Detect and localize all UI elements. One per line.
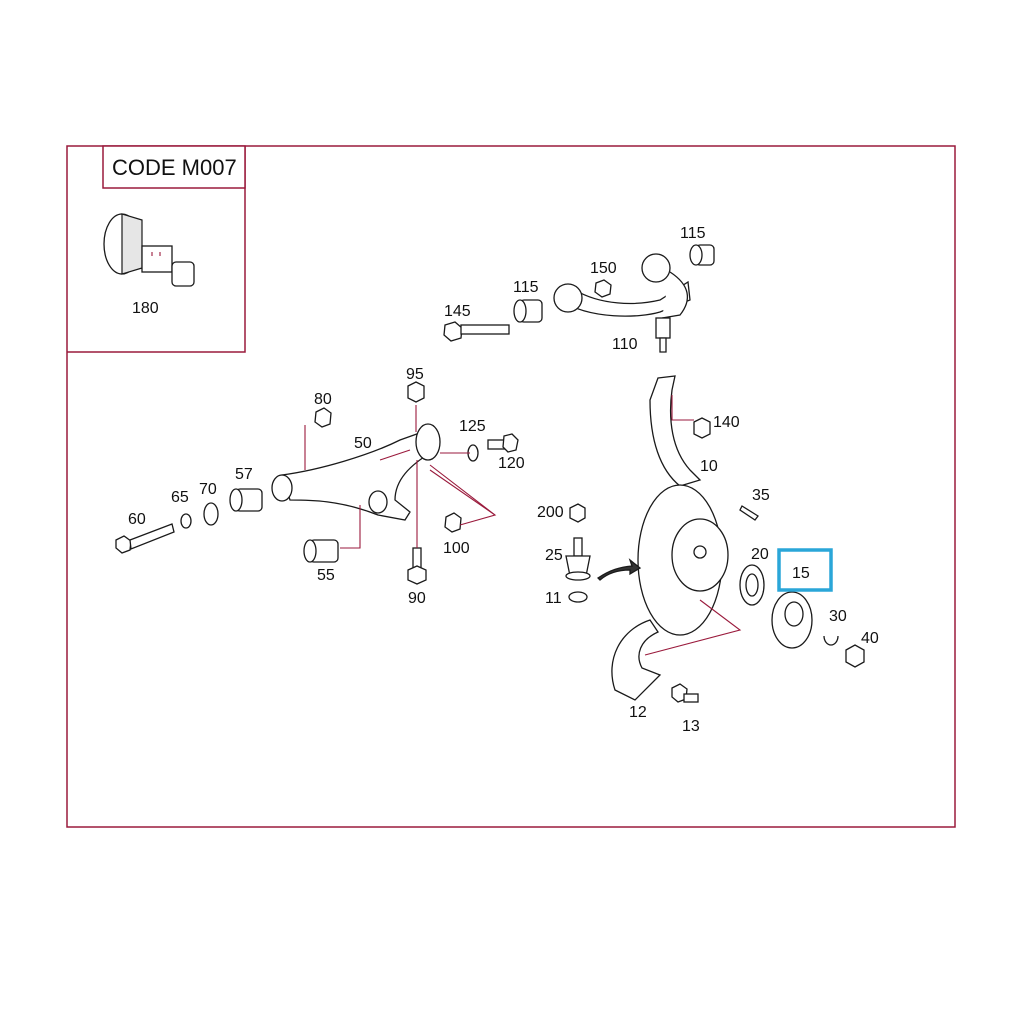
code-inset-box (67, 146, 246, 353)
callout-120: 120 (498, 455, 525, 472)
callout-15: 15 (792, 565, 810, 582)
nut-140[interactable] (693, 417, 711, 439)
backing-plate-12[interactable] (611, 619, 662, 701)
callout-110: 110 (612, 336, 638, 353)
bolt-13[interactable] (671, 683, 699, 703)
wheel-hub-15[interactable] (771, 591, 813, 649)
bolt-90[interactable] (407, 547, 427, 585)
nut-80[interactable] (314, 407, 332, 428)
callout-60: 60 (128, 511, 146, 528)
diagram-frame (66, 145, 956, 828)
pin-35[interactable] (739, 505, 759, 521)
callout-10: 10 (700, 458, 718, 475)
callout-115a: 115 (680, 225, 706, 242)
bushing-115b-face (513, 299, 527, 323)
callout-200: 200 (537, 504, 564, 521)
callout-150: 150 (590, 260, 617, 277)
bushing-115a-face (689, 244, 703, 266)
callout-145: 145 (444, 303, 471, 320)
callout-12: 12 (629, 704, 647, 721)
callout-40: 40 (861, 630, 879, 647)
brake-disc[interactable] (637, 484, 729, 636)
callout-140: 140 (713, 414, 740, 431)
callout-11: 11 (545, 590, 562, 607)
callout-100: 100 (443, 540, 470, 557)
cv-joint-180[interactable] (103, 213, 195, 287)
callout-13: 13 (682, 718, 700, 735)
bolt-145[interactable] (443, 321, 510, 342)
nut-40[interactable] (845, 644, 865, 668)
wheel-bearing-20[interactable] (739, 564, 765, 606)
callout-20: 20 (751, 546, 769, 563)
callout-57: 57 (235, 466, 253, 483)
callout-30: 30 (829, 608, 847, 625)
washer-65[interactable] (180, 513, 192, 529)
callout-125: 125 (459, 418, 486, 435)
nut-150[interactable] (594, 279, 612, 298)
code-label-box (102, 145, 246, 189)
bushing-57-face (229, 488, 243, 512)
upper-control-arm-110[interactable] (553, 253, 691, 353)
callout-115b: 115 (513, 279, 539, 296)
callout-180: 180 (132, 300, 159, 317)
nut-100[interactable] (444, 512, 462, 533)
callout-35: 35 (752, 487, 770, 504)
steering-knuckle-10[interactable] (649, 375, 702, 487)
bolt-60[interactable] (115, 523, 175, 554)
callout-95: 95 (406, 366, 424, 383)
highlight-15 (777, 548, 833, 592)
direction-arrow (596, 558, 642, 581)
bolt-120[interactable] (487, 433, 519, 453)
callout-labels: 115 150 115 145 110 95 80 50 125 120 57 … (128, 225, 879, 735)
washer-70[interactable] (203, 502, 219, 526)
callout-90: 90 (408, 590, 426, 607)
callout-50: 50 (354, 435, 372, 452)
callout-70: 70 (199, 481, 217, 498)
ball-joint-25[interactable] (565, 537, 591, 581)
code-label: CODE M007 (112, 155, 237, 180)
leader-lines (304, 395, 742, 656)
ring-11[interactable] (568, 591, 588, 603)
lower-control-arm-50[interactable] (271, 423, 441, 521)
nut-95[interactable] (407, 381, 425, 403)
callout-80: 80 (314, 391, 332, 408)
nut-200[interactable] (569, 503, 586, 523)
clip-30[interactable] (823, 635, 839, 646)
bushing-55-face (303, 539, 317, 563)
callout-55: 55 (317, 567, 335, 584)
callout-65: 65 (171, 489, 189, 506)
callout-25: 25 (545, 547, 563, 564)
